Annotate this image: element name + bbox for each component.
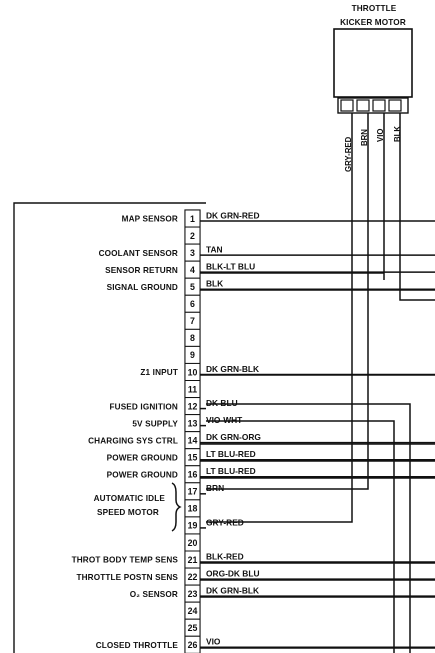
wire-label: DK GRN-BLK [206,364,259,374]
pin-number: 9 [190,350,195,360]
pin-number: 22 [188,572,198,582]
wire-label: DK GRN-BLK [206,586,259,596]
pin-number: 1 [190,214,195,224]
wire-label: BLK-LT BLU [206,262,255,272]
pin-number: 14 [188,435,198,445]
pin-labels: MAP SENSOR COOLANT SENSOR SENSOR RETURN SIG… [72,215,179,650]
pin-number: 23 [188,589,198,599]
pin-number: 12 [188,401,198,411]
wire-labels: DK GRN-RED TAN BLK-LT BLU BLK DK GRN-BLK DK B… [206,210,261,646]
wire-label: TAN [206,245,223,255]
pin-label: O₂ SENSOR [130,590,178,599]
wire-label: GRY-RED [206,517,244,527]
pin-number: 16 [188,470,198,480]
motor-connector-terminals [340,99,402,112]
pin-number: 18 [188,504,198,514]
pin-number: 8 [190,333,195,343]
motor-title-line2: KICKER MOTOR [340,18,406,27]
pin-number: 6 [190,299,195,309]
pin-label: SIGNAL GROUND [107,283,178,292]
pin-number: 13 [188,418,198,428]
pin-label: THROTTLE POSTN SENS [76,573,178,582]
right-side-routes [206,403,411,653]
pin-label: THROT BODY TEMP SENS [72,556,179,565]
wire-label: DK BLU [206,398,238,408]
wire-label: BRN [206,483,224,493]
pin-label: CHARGING SYS CTRL [88,436,178,445]
pin-number: 20 [188,538,198,548]
wire-label: BLK-RED [206,551,244,561]
wire-label: VIO [206,637,221,647]
pin-label: COOLANT SENSOR [99,249,178,258]
pin-cells [184,209,201,653]
pin-number: 3 [190,248,195,258]
motor-wire-label-gry-red: GRY-RED [344,136,353,172]
motor-wire-label-blk: BLK [393,126,402,142]
pin-number: 4 [190,265,195,275]
idle-motor-label-line1: AUTOMATIC IDLE [94,494,166,503]
pin-label: FUSED IGNITION [109,402,178,411]
wire-label: ORG-DK BLU [206,568,260,578]
pin-number: 2 [190,231,195,241]
wire-label: BLK [206,279,223,289]
idle-motor-brace [171,482,182,532]
idle-motor-label-line2: SPEED MOTOR [97,508,159,517]
pin-cell [184,635,201,653]
motor-wire-label-brn: BRN [360,129,369,146]
pin-number: 17 [188,487,198,497]
motor-title-line1: THROTTLE [352,4,397,13]
ecu-outline [13,202,206,653]
wire-label: LT BLU-RED [206,466,256,476]
pin-number: 11 [188,384,197,394]
pin-number: 7 [190,316,195,326]
pin-number: 26 [188,640,198,650]
pin-label: MAP SENSOR [122,215,178,224]
pin-label: Z1 INPUT [140,368,178,377]
pin-number: 15 [188,453,198,463]
pin-number: 19 [188,521,198,531]
pin-number: 5 [190,282,195,292]
pin-numbers: 1234567891011121314151617181920212223242… [188,214,198,650]
pin-number: 10 [188,367,198,377]
pin-label: CLOSED THROTTLE [96,641,179,650]
pin-label: SENSOR RETURN [105,266,178,275]
wire-label: DK GRN-ORG [206,432,261,442]
ecu-wires [200,220,435,649]
pin-label: POWER GROUND [107,453,178,462]
motor-wires [206,113,435,523]
pin-number: 24 [188,606,198,616]
wire-label: VIO-WHT [206,415,243,425]
wire-label: LT BLU-RED [206,449,256,459]
pin-number: 25 [188,623,198,633]
motor-body [333,28,413,98]
pin-label: 5V SUPPLY [132,419,178,428]
motor-wire-label-vio: VIO [376,129,385,142]
pin-number: 21 [188,555,198,565]
wire-label: DK GRN-RED [206,210,260,220]
pin-label: POWER GROUND [107,470,178,479]
